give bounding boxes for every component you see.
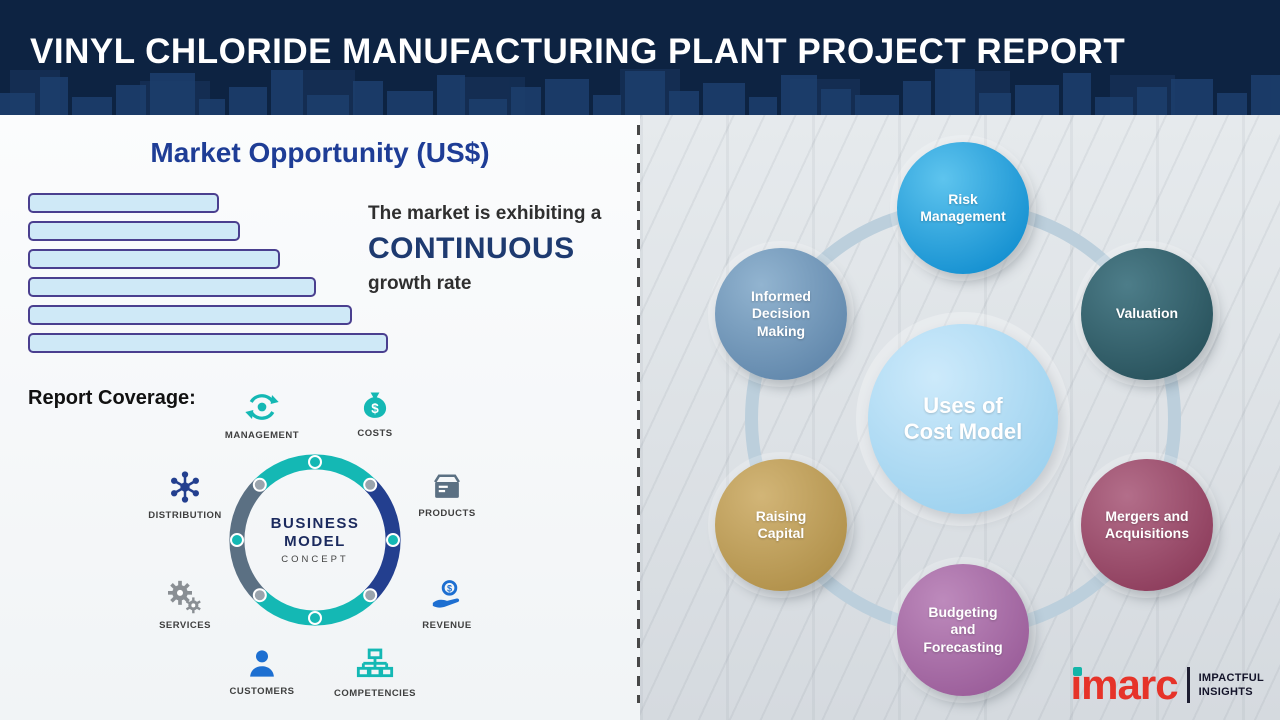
imarc-logo: imarc IMPACTFUL INSIGHTS (1070, 664, 1264, 706)
imarc-logo-dot (1073, 667, 1083, 676)
bm-item-label: MANAGEMENT (224, 430, 300, 441)
bm-item-management: MANAGEMENT (202, 387, 322, 441)
imarc-logo-separator (1186, 667, 1190, 703)
market-text-line2: growth rate (368, 273, 472, 294)
bm-item-customers: CUSTOMERS (202, 645, 322, 697)
right-panel: Uses of Cost Model Risk Management Valua… (640, 115, 1280, 720)
bm-item-label: COMPETENCIES (333, 688, 416, 699)
market-bar-chart (28, 193, 388, 361)
bm-item-competencies: COMPETENCIES (315, 645, 435, 699)
bm-item-label: PRODUCTS (418, 508, 476, 519)
cost-node-mergers-acquisitions: Mergers and Acquisitions (1081, 459, 1213, 591)
bm-item-label: DISTRIBUTION (148, 510, 222, 521)
cost-model-center-label: Uses of Cost Model (903, 393, 1023, 444)
market-growth-text: The market is exhibiting a CONTINUOUS gr… (368, 203, 626, 295)
cost-node-risk-management: Risk Management (897, 142, 1029, 274)
market-bar (28, 221, 241, 241)
bm-item-costs: $ COSTS (315, 387, 435, 439)
bm-item-distribution: DISTRIBUTION (125, 467, 245, 521)
left-panel: Market Opportunity (US$) The market is e… (0, 115, 640, 720)
cycle-idea-icon (245, 394, 279, 420)
market-opportunity-heading: Market Opportunity (US$) (150, 137, 490, 168)
bm-item-services: SERVICES (125, 577, 245, 631)
person-icon (250, 650, 274, 677)
bm-item-products: PRODUCTS (387, 467, 507, 519)
business-model-line1: BUSINESS (270, 515, 360, 532)
business-model-line3: CONCEPT (281, 554, 349, 565)
market-text-emphasis: CONTINUOUS (368, 232, 575, 265)
money-bag-icon: $ (363, 392, 387, 418)
cost-node-label: Mergers and Acquisitions (1104, 507, 1189, 542)
cost-node-label: Valuation (1115, 305, 1179, 322)
cost-node-label: Informed Decision Making (751, 287, 811, 339)
imarc-tagline-line1: IMPACTFUL (1198, 671, 1264, 684)
market-text-line1: The market is exhibiting a (368, 203, 602, 224)
report-coverage-label: Report Coverage: (28, 387, 196, 409)
header: VINYL CHLORIDE MANUFACTURING PLANT PROJE… (0, 0, 1280, 115)
svg-text:$: $ (447, 584, 452, 594)
dashed-divider (637, 125, 640, 703)
cost-node-raising-capital: Raising Capital (715, 459, 847, 591)
business-model-ring (229, 454, 401, 626)
gears-icon (168, 580, 201, 614)
bm-item-label: REVENUE (422, 620, 472, 631)
market-bar (28, 249, 280, 269)
market-bar (28, 305, 352, 325)
org-chart-icon (356, 648, 394, 678)
market-bar (28, 193, 219, 213)
business-model-center-text: BUSINESS MODEL CONCEPT (271, 515, 360, 565)
cost-model-center: Uses of Cost Model (868, 324, 1058, 514)
network-icon (171, 471, 199, 503)
imarc-logo-wordmark: imarc (1070, 661, 1178, 708)
cost-node-label: Raising Capital (755, 507, 807, 542)
package-box-icon (434, 474, 460, 498)
bm-item-label: COSTS (357, 428, 393, 439)
cost-node-label: Risk Management (920, 190, 1006, 225)
city-skyline-graphic (0, 69, 1280, 115)
imarc-tagline-line2: INSIGHTS (1198, 686, 1253, 698)
cost-node-budgeting-forecasting: Budgeting and Forecasting (897, 564, 1029, 696)
market-bar (28, 333, 388, 353)
business-model-diagram: BUSINESS MODEL CONCEPT MANAGEMENT $ (0, 115, 640, 720)
svg-text:$: $ (371, 401, 379, 416)
hand-coin-icon: $ (432, 580, 460, 608)
business-model-line2: MODEL (284, 533, 346, 550)
market-bar (28, 277, 316, 297)
page-title: VINYL CHLORIDE MANUFACTURING PLANT PROJE… (30, 32, 1126, 71)
bm-item-label: SERVICES (159, 620, 211, 631)
cost-node-label: Budgeting and Forecasting (923, 603, 1003, 655)
bm-item-revenue: $ REVENUE (387, 577, 507, 631)
bm-item-label: CUSTOMERS (229, 686, 295, 697)
cost-node-valuation: Valuation (1081, 248, 1213, 380)
imarc-logo-tagline: IMPACTFUL INSIGHTS (1199, 671, 1264, 700)
cost-node-informed-decision-making: Informed Decision Making (715, 248, 847, 380)
